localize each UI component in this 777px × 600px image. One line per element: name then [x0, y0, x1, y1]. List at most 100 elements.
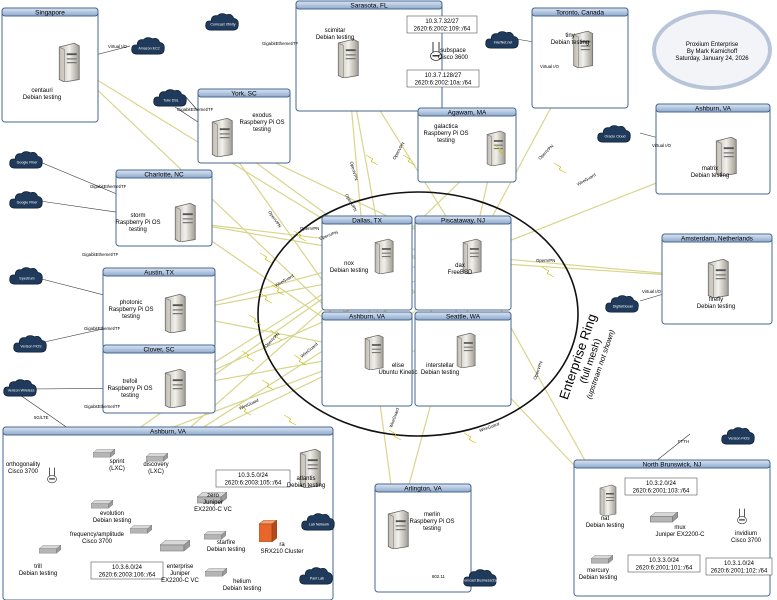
site-title-dallas: Dallas, TX: [352, 217, 383, 224]
vpn-bolt-icon: [541, 266, 555, 278]
switch-icon: [591, 555, 613, 564]
server-icon: [573, 30, 594, 68]
link-label: GigabitEthernet/TF: [84, 326, 121, 331]
vpn-bolt-icon: [261, 379, 275, 391]
device-discovery[interactable]: discovery(LXC): [143, 453, 169, 475]
address-v4: 10.3.3.0/24: [649, 558, 680, 564]
site-title-sarasota: Sarasota, FL: [350, 2, 388, 9]
server-icon: [707, 258, 729, 298]
site-charlotte: Charlotte, NC: [115, 169, 213, 247]
device-label: Juniper: [203, 500, 223, 506]
device-label: Debian testing: [551, 40, 589, 46]
site-title-singapore: Singapore: [35, 9, 65, 16]
link-label: OpenVPN: [532, 360, 543, 380]
site-title-amsterdam: Amsterdam, Netherlands: [681, 235, 754, 242]
server-icon: [211, 117, 233, 157]
site-ashburn_top: Ashburn, VA: [655, 103, 771, 195]
link-label: WireGuard: [299, 341, 319, 359]
device-label: Debian testing: [287, 483, 325, 489]
site-title-arlington: Arlington, VA: [404, 485, 442, 492]
device-label: Debian testing: [579, 575, 617, 581]
link-label: GigabitEthernet/TF: [262, 41, 299, 46]
device-label: Raspberry Pi OS: [107, 386, 152, 392]
switch-icon: [160, 540, 190, 552]
device-label: Debian testing: [223, 586, 261, 592]
link-label: OpenVPN: [536, 258, 555, 263]
vpn-bolt-icon: [402, 154, 416, 166]
device-label: tiny: [565, 33, 574, 39]
site-york: York, SC: [197, 88, 291, 164]
device-label: Raspberry Pi OS: [409, 519, 454, 525]
device-label: (LXC): [148, 469, 164, 475]
server-icon: [715, 136, 737, 176]
server-icon: [486, 130, 506, 166]
device-label: Cisco 3700: [82, 539, 113, 545]
device-sprint[interactable]: sprint(LXC): [93, 449, 125, 472]
device-label: EX2200-C VC: [194, 507, 232, 513]
device-label: SRX210 Cluster: [260, 549, 303, 555]
device-label: Debian testing: [23, 95, 61, 101]
link-label: OpenVPN: [537, 143, 554, 160]
device-label: mercury: [587, 568, 609, 574]
device-label: trefoil: [123, 379, 138, 385]
link-label: GigabitEthernet/TF: [177, 107, 214, 112]
device-label: frequency/amplitude: [70, 532, 125, 538]
cloud-digitalocean: DigitalOcean: [605, 295, 639, 313]
device-label: evolution: [100, 511, 124, 517]
device-label: starfire: [217, 540, 236, 546]
site-title-ashburn_main: Ashburn, VA: [150, 428, 187, 435]
device-label: testing: [253, 127, 271, 133]
device-label: trill: [34, 564, 42, 570]
device-label: helium: [233, 579, 251, 585]
address-v4: 10.3.6.0/24: [112, 565, 143, 571]
switch-icon: [130, 525, 152, 534]
device-label: Juniper EX2200-C: [655, 532, 705, 538]
server-icon: [164, 293, 186, 333]
site-clover: Clover, SC: [102, 344, 216, 414]
device-label: mux: [674, 525, 685, 531]
link-label: OpenVPN: [319, 230, 339, 241]
site-title-austin: Austin, TX: [144, 269, 175, 276]
device-label: Cisco 3700: [731, 538, 762, 544]
server-icon: [374, 238, 394, 274]
device-label: testing: [122, 314, 140, 320]
link-label: OpenVPN: [344, 193, 358, 212]
cloud-label: Amazon EC2: [138, 47, 159, 51]
address-v6: 2620:6:2001:102::/64: [711, 569, 768, 575]
